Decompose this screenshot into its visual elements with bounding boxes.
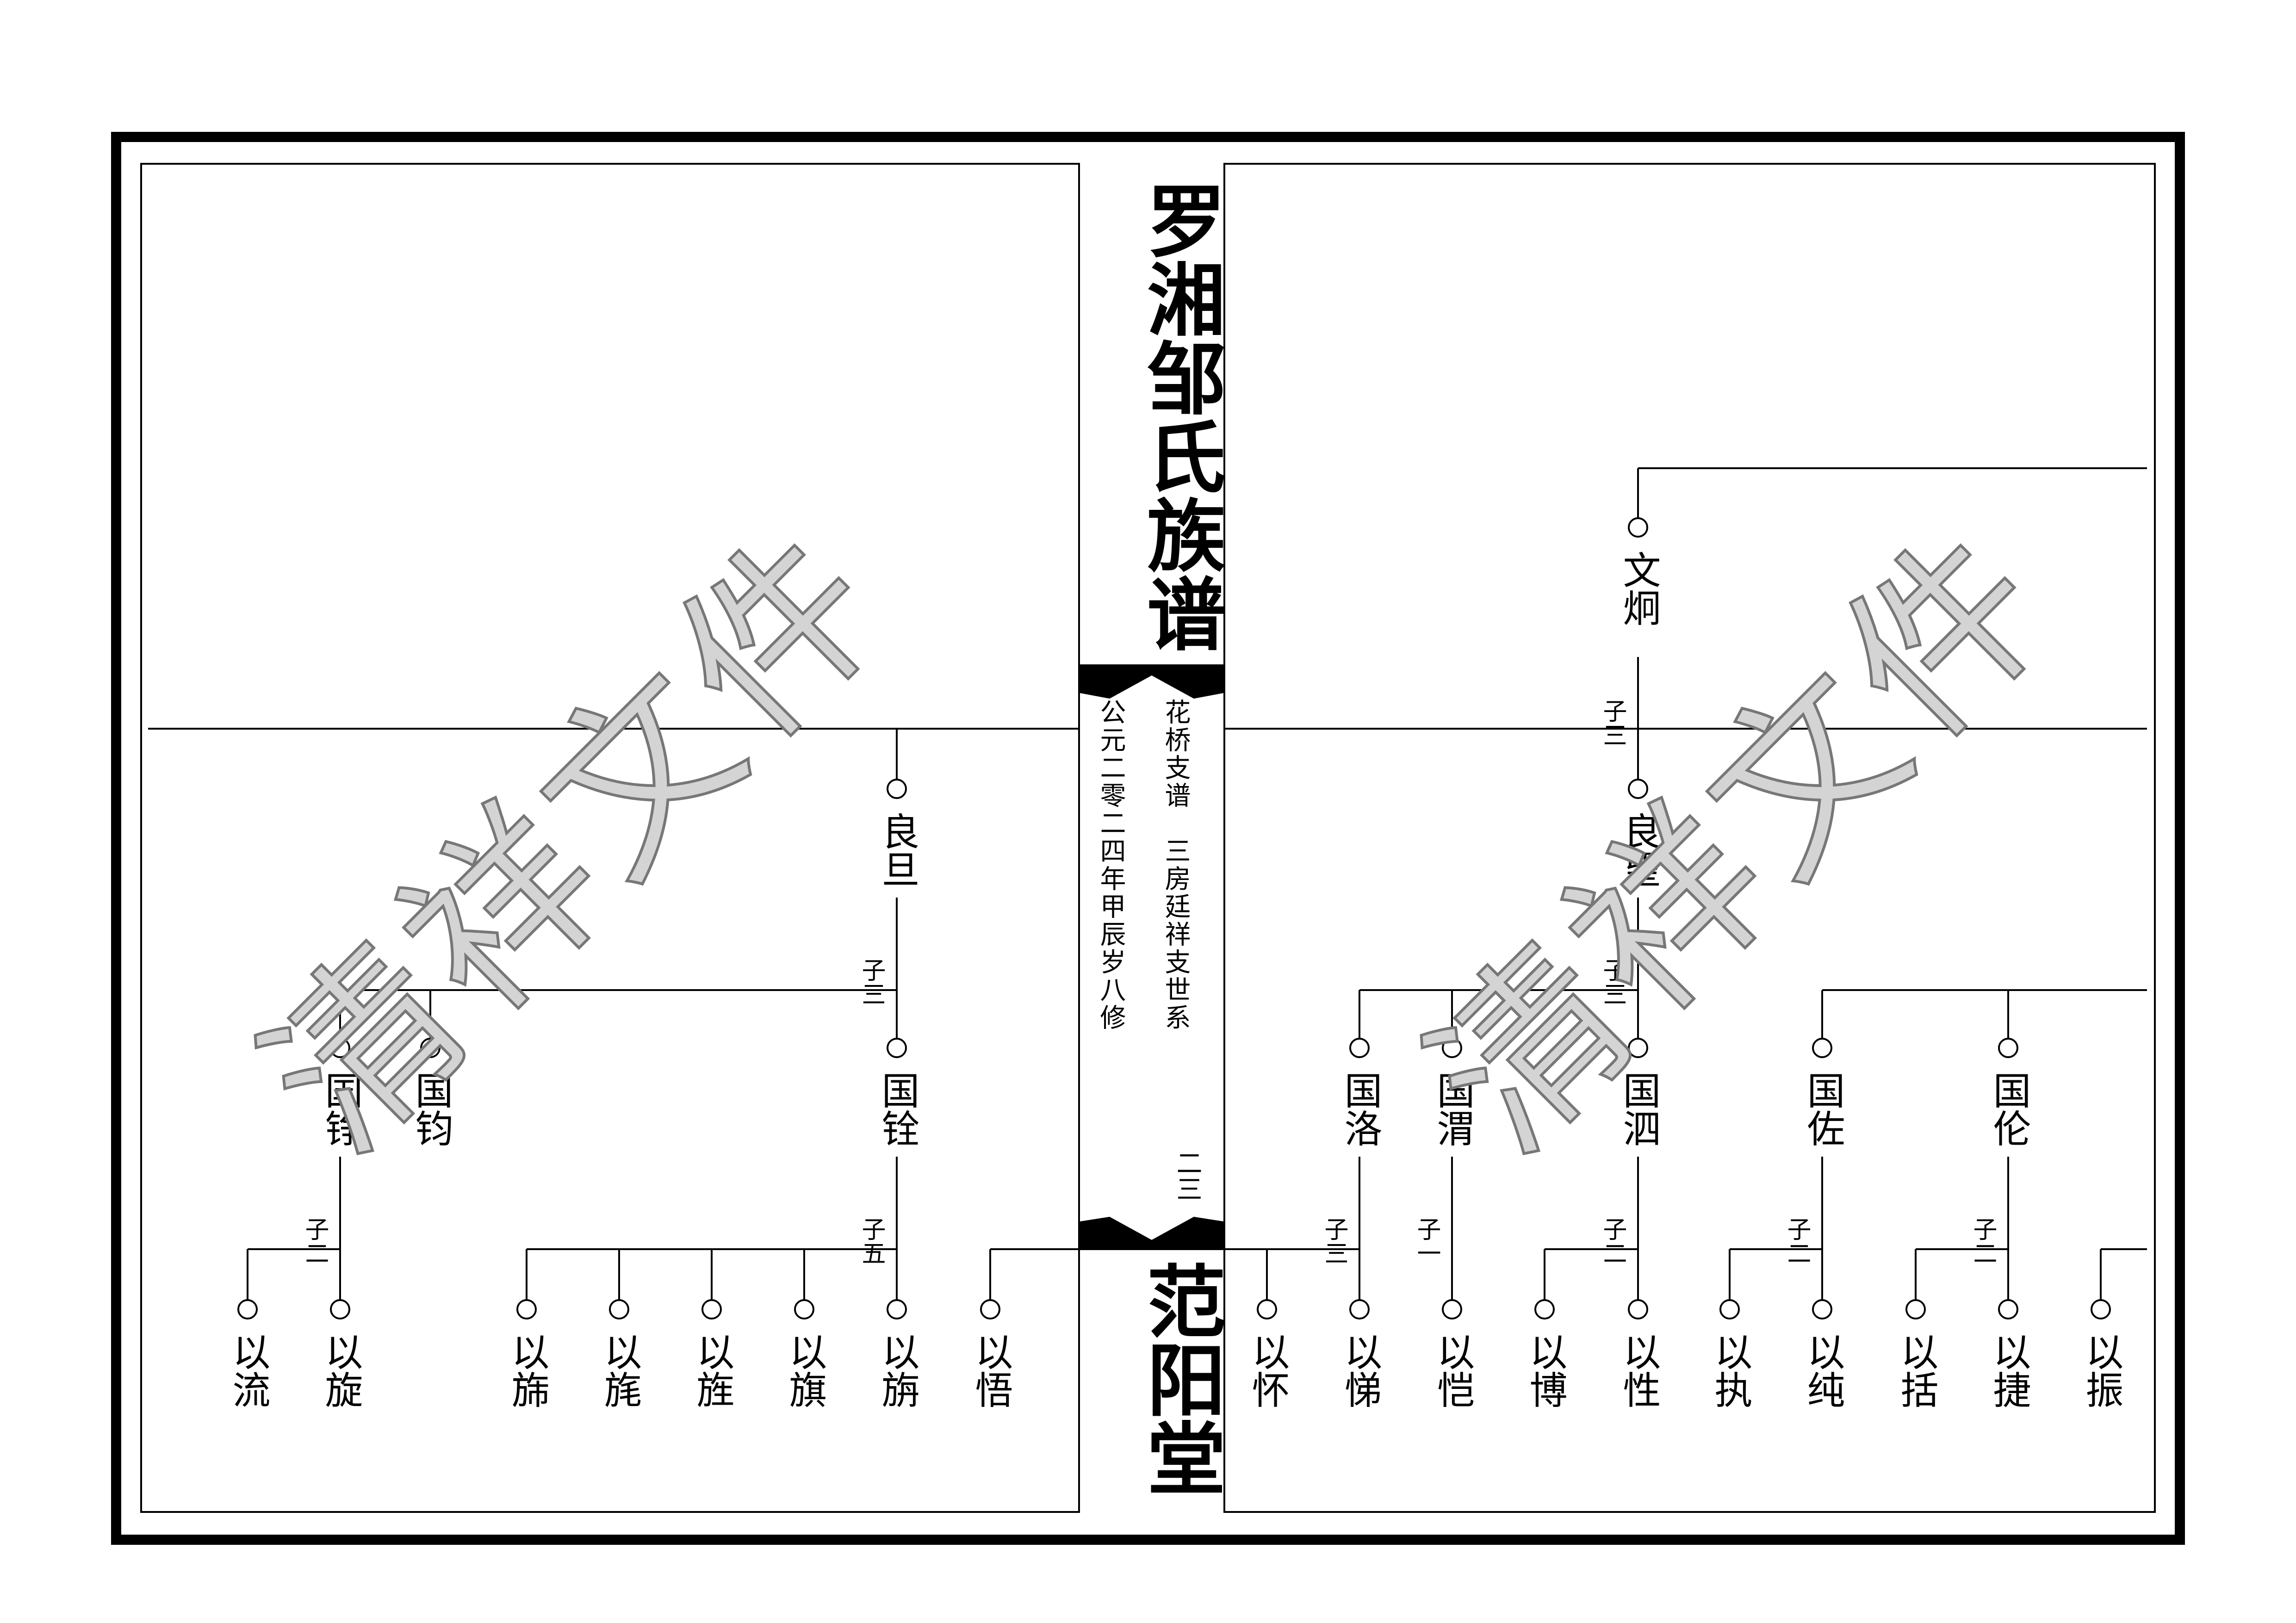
person-name-guo: 国佐	[1800, 1071, 1844, 1147]
person-node-yi	[1257, 1299, 1277, 1319]
person-node-yi	[980, 1299, 1000, 1319]
person-node-yi	[1998, 1299, 2018, 1319]
person-name-yi: 以性	[1616, 1332, 1660, 1408]
person-node-yi	[1442, 1299, 1462, 1319]
children-count: 子三	[1599, 699, 1626, 747]
person-name-guo: 国钧	[409, 1071, 453, 1147]
person-node-guo	[1812, 1038, 1832, 1058]
person-name-liangwang: 良望	[1616, 812, 1660, 888]
person-node-wenjiong	[1628, 517, 1648, 538]
spine-separator-top	[1080, 665, 1223, 699]
person-node-yi	[1719, 1299, 1740, 1319]
edition-date: 公元二零二四年甲辰岁八修	[1096, 699, 1126, 1032]
children-count: 子五	[857, 1217, 885, 1265]
person-name-guo: 国铨	[875, 1071, 919, 1147]
children-count: 子三	[1320, 1217, 1348, 1265]
person-name-guo: 国洛	[1338, 1071, 1382, 1147]
children-count: 子一	[1413, 1217, 1440, 1265]
person-node-yi	[516, 1299, 537, 1319]
person-name-yi: 以恺	[1430, 1332, 1474, 1408]
person-node-guo	[1998, 1038, 2018, 1058]
person-name-yi: 以旗	[782, 1332, 826, 1408]
person-node-guo	[420, 1038, 441, 1058]
person-name-yi: 以旃	[875, 1332, 919, 1408]
person-node-guo	[1349, 1038, 1370, 1058]
book-title: 罗湘邹氏族谱	[1133, 180, 1226, 652]
outer-border	[111, 132, 2185, 1545]
person-node-liangdan	[887, 779, 907, 799]
person-node-yi	[2091, 1299, 2111, 1319]
person-name-guo: 国铮	[318, 1071, 362, 1147]
person-node-yi	[1628, 1299, 1648, 1319]
person-name-yi: 以旄	[597, 1332, 641, 1408]
person-node-yi	[1534, 1299, 1555, 1319]
person-node-yi	[887, 1299, 907, 1319]
person-node-yi	[1349, 1299, 1370, 1319]
page-number: 二三	[1172, 1150, 1202, 1202]
person-name-yi: 以捷	[1986, 1332, 2030, 1408]
person-node-yi	[1812, 1299, 1832, 1319]
person-name-liangdan: 良旦	[875, 812, 919, 888]
person-node-yi	[701, 1299, 722, 1319]
person-node-guo	[887, 1038, 907, 1058]
person-node-guo	[1628, 1038, 1648, 1058]
branch-subtitle: 花桥支谱 三房廷祥支世系	[1160, 699, 1191, 1032]
person-name-yi: 以旋	[318, 1332, 362, 1408]
person-name-yi: 以悌	[1338, 1332, 1382, 1408]
children-count: 子二	[1969, 1217, 1997, 1265]
person-node-liangwang	[1628, 779, 1648, 799]
children-count: 子三	[857, 958, 885, 1006]
person-name-guo: 国泗	[1616, 1071, 1660, 1147]
person-node-yi	[237, 1299, 258, 1319]
book-spine	[1078, 163, 1225, 1513]
hall-name: 范阳堂	[1133, 1261, 1226, 1497]
children-count: 子三	[1599, 958, 1626, 1006]
children-count: 子二	[1599, 1217, 1626, 1265]
person-name-yi: 以博	[1523, 1332, 1567, 1408]
person-name-wenjiong: 文炯	[1616, 551, 1660, 626]
person-name-yi: 以旆	[505, 1332, 549, 1408]
person-name-yi: 以执	[1708, 1332, 1752, 1408]
person-name-yiwu: 以悟	[968, 1332, 1012, 1408]
person-node-yi	[1905, 1299, 1926, 1319]
person-name-yi: 以流	[226, 1332, 270, 1408]
spine-separator-bottom	[1080, 1217, 1223, 1249]
person-name-yi: 以旌	[690, 1332, 734, 1408]
children-count: 子二	[301, 1217, 329, 1265]
person-node-yi	[794, 1299, 814, 1319]
person-name-yi: 以纯	[1800, 1332, 1844, 1408]
person-name-yi: 以括	[1894, 1332, 1938, 1408]
person-name-yi: 以怀	[1245, 1332, 1289, 1408]
person-node-yi	[609, 1299, 629, 1319]
person-name-yizhen: 以振	[2079, 1332, 2123, 1408]
person-name-guo: 国渭	[1430, 1071, 1474, 1147]
person-name-guo: 国伦	[1986, 1071, 2030, 1147]
person-node-guo	[1442, 1038, 1462, 1058]
person-node-yi	[330, 1299, 350, 1319]
person-node-guo	[330, 1038, 350, 1058]
children-count: 子二	[1783, 1217, 1811, 1265]
